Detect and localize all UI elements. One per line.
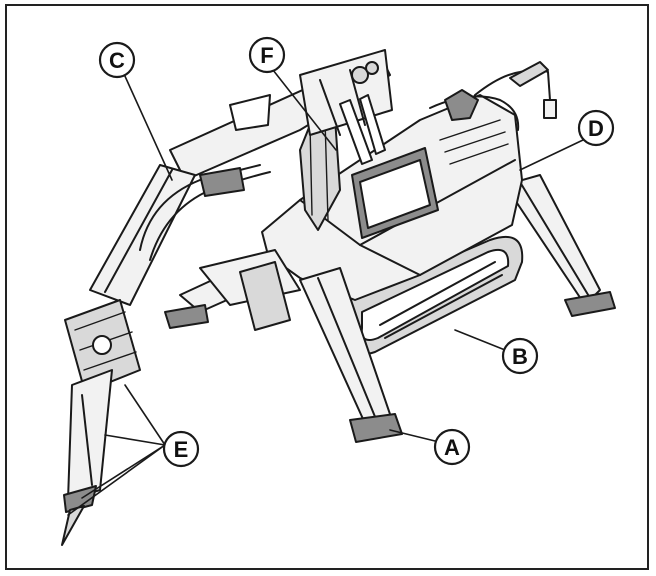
arm-system: [169, 49, 393, 181]
outrigger-front-right: [299, 267, 403, 443]
leader-lines: [67, 69, 584, 516]
outrigger-rear-right: [504, 174, 616, 317]
callout-a: A: [433, 428, 471, 466]
leader-f: [272, 69, 337, 151]
callout-f: F: [248, 36, 286, 74]
track-assembly: [344, 235, 524, 356]
leader-d: [519, 139, 584, 171]
callout-b-label: B: [512, 344, 528, 369]
callout-f-label: F: [260, 43, 273, 68]
leader-e-1: [104, 434, 166, 446]
leader-c: [123, 73, 173, 181]
leader-e-4: [81, 444, 166, 499]
callout-d: D: [577, 109, 615, 147]
callout-c: C: [98, 41, 136, 79]
callout-c-label: C: [109, 48, 125, 73]
leader-a: [389, 429, 436, 442]
outrigger-front-left: [199, 249, 301, 331]
boom: [89, 164, 271, 306]
machine-body: [261, 89, 523, 301]
leader-e-2: [124, 384, 166, 446]
breaker-hammer: [61, 299, 141, 546]
callout-b: B: [501, 337, 539, 375]
power-cable: [474, 61, 557, 119]
leader-b: [454, 329, 506, 351]
callout-e-label: E: [174, 437, 189, 462]
callout-a-label: A: [444, 435, 460, 460]
callout-d-label: D: [588, 116, 604, 141]
leader-e-3: [67, 444, 166, 516]
callout-e: E: [162, 430, 200, 468]
